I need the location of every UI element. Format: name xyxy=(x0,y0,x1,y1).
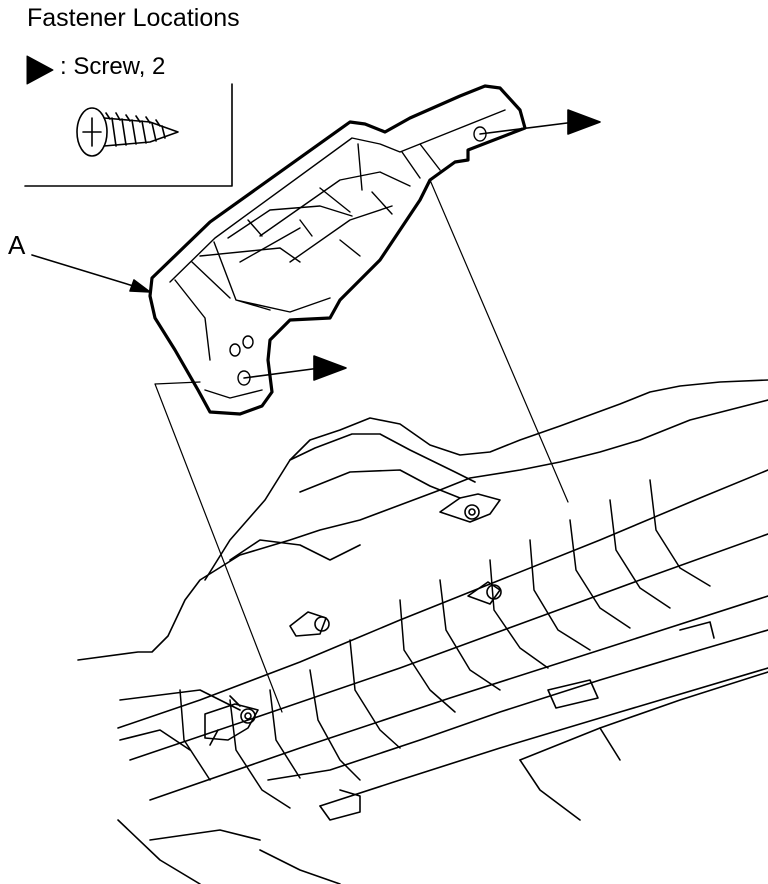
screw-icon xyxy=(76,107,179,157)
diagram-title: Fastener Locations xyxy=(27,4,240,32)
legend-triangle-icon xyxy=(26,55,54,85)
callout-a-leader xyxy=(31,254,151,293)
floor-nut-right xyxy=(467,581,502,605)
floor-nut-left xyxy=(289,611,330,637)
screw-arrow-lower xyxy=(243,355,347,381)
alignment-lines xyxy=(154,179,569,713)
floor-clip-upper xyxy=(439,493,501,523)
callout-label-a: A xyxy=(8,230,26,260)
legend-screw-label: : Screw, 2 xyxy=(60,53,166,80)
screw-arrow-upper xyxy=(479,109,601,135)
floor-clip-lower xyxy=(204,695,259,746)
legend-frame xyxy=(24,83,233,187)
vehicle-floor-panel xyxy=(77,379,768,884)
floor-ribs xyxy=(179,479,711,809)
